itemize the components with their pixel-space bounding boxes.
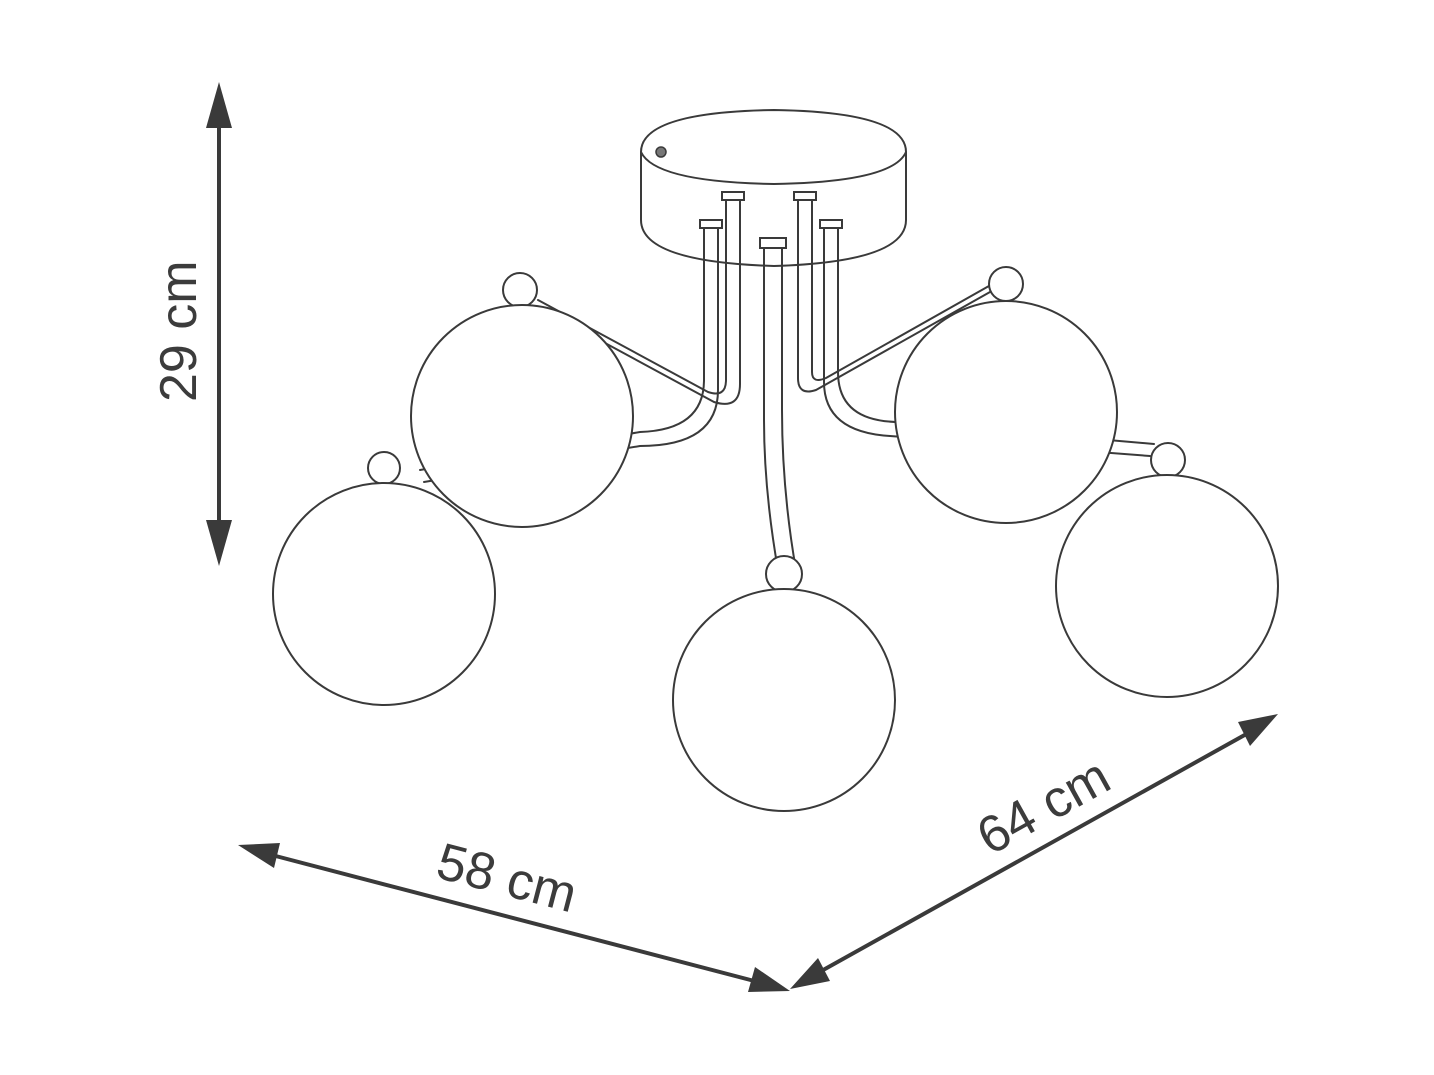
- socket-center: [765, 555, 803, 593]
- arm-upper-right: [793, 191, 997, 393]
- width-arrow-left-head: [238, 843, 280, 868]
- globe-lower-right: [1055, 442, 1279, 698]
- width-arrow-shaft: [267, 852, 763, 985]
- arm-upper-left: [537, 191, 745, 405]
- socket-lower-right: [1150, 442, 1186, 478]
- height-label: 29 cm: [150, 260, 208, 402]
- socket-lower-left: [367, 451, 401, 485]
- canopy-rim: [640, 151, 907, 185]
- socket-upper-left: [502, 272, 538, 308]
- depth-arrow-right-head: [1238, 714, 1278, 746]
- depth-arrow-shaft: [815, 730, 1251, 976]
- globe-center: [672, 555, 896, 812]
- globe-shade-lower-right: [1055, 474, 1279, 698]
- globe-shade-lower-left: [272, 482, 496, 706]
- lamp-illustration: [272, 108, 1279, 812]
- width-dimension: 58 cm: [238, 832, 790, 992]
- arm-center: [759, 237, 797, 571]
- globe-upper-left: [410, 272, 634, 528]
- globe-upper-right: [894, 266, 1118, 524]
- globe-shade-center: [672, 588, 896, 812]
- globe-shade-upper-right: [894, 300, 1118, 524]
- socket-upper-right: [988, 266, 1024, 302]
- width-arrow-right-head: [748, 967, 790, 992]
- height-arrow-top-head: [206, 82, 232, 128]
- globe-shade-upper-left: [410, 304, 634, 528]
- canopy-screw-icon: [655, 146, 667, 158]
- arm-lower-left: [419, 219, 723, 483]
- depth-arrow-left-head: [790, 958, 830, 989]
- width-label: 58 cm: [431, 832, 583, 924]
- height-arrow-bottom-head: [206, 520, 232, 566]
- height-dimension: 29 cm: [150, 82, 232, 566]
- globe-lower-left: [272, 451, 496, 706]
